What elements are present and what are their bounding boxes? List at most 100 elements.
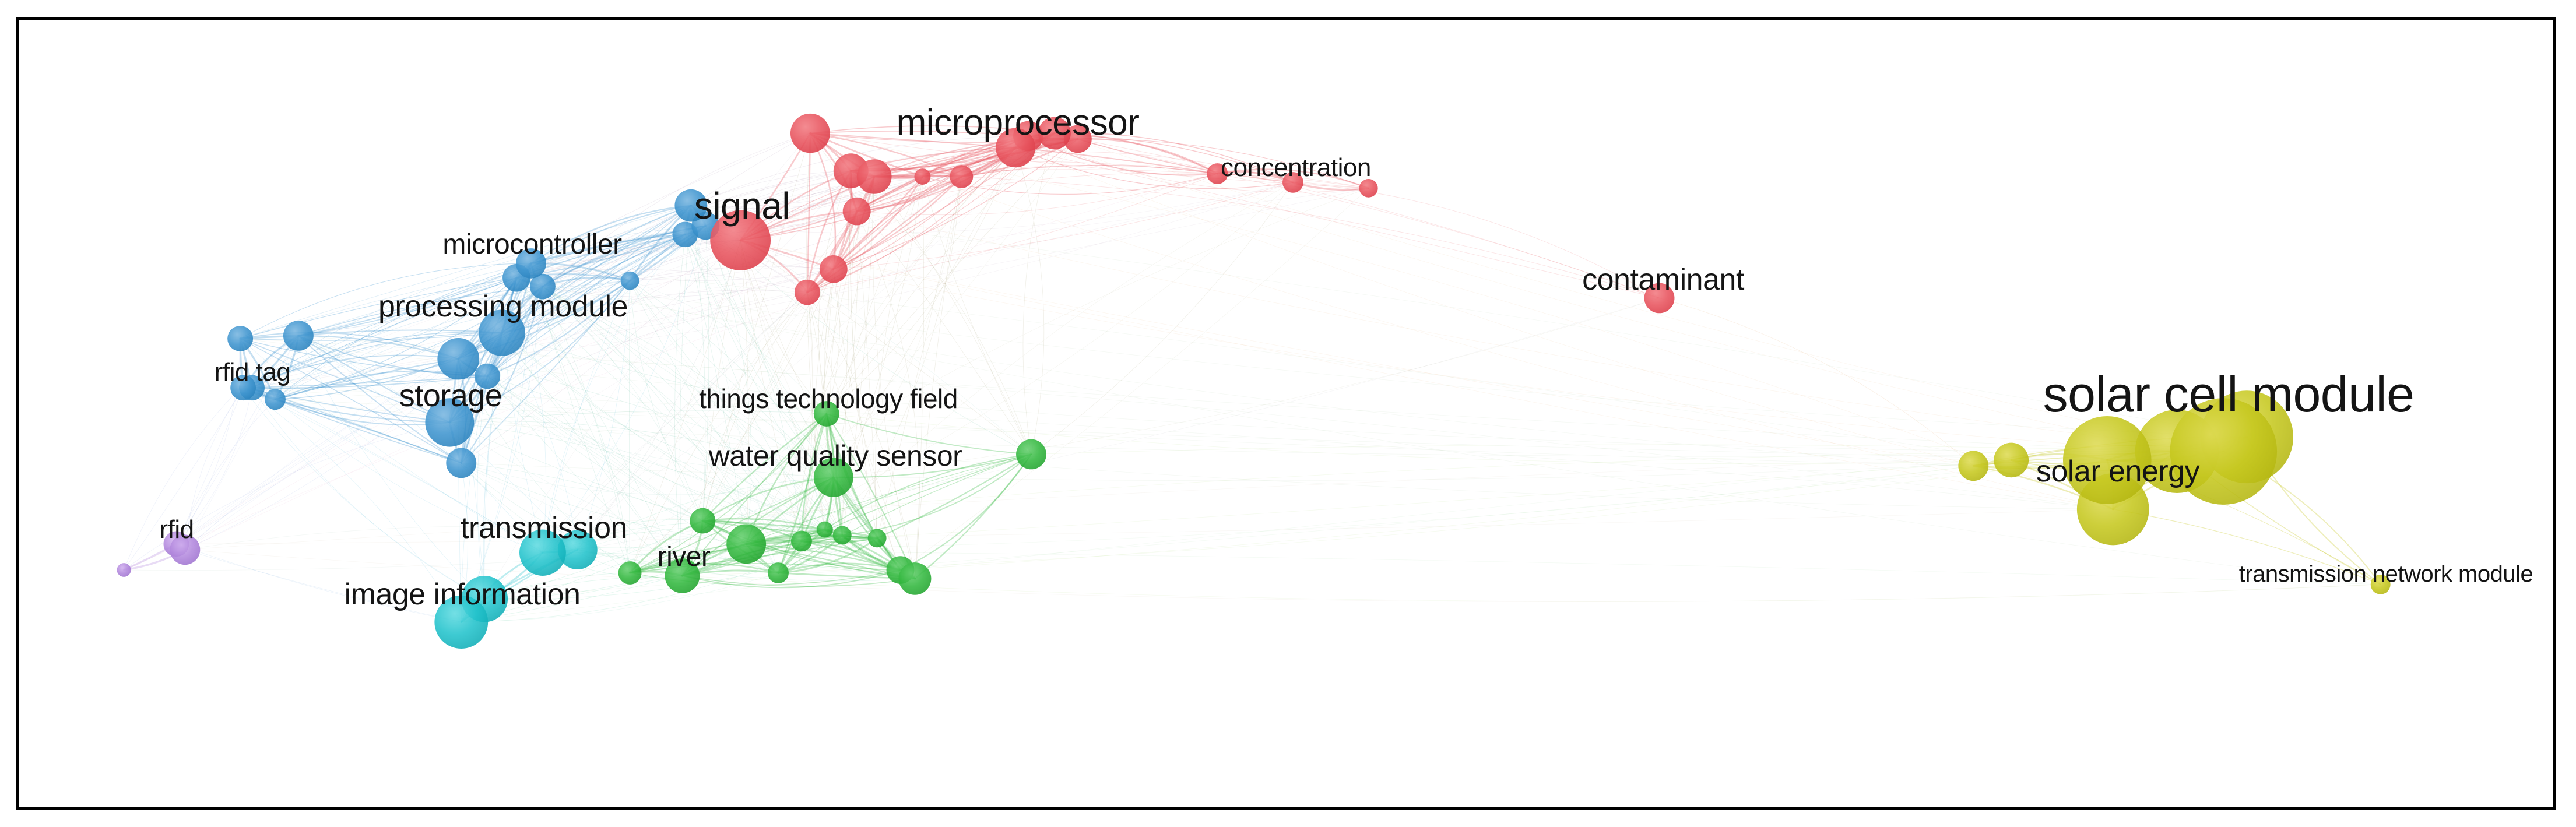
network-node-transmission[interactable] <box>519 529 566 576</box>
network-edge <box>684 234 901 571</box>
network-edge <box>298 335 834 478</box>
network-node[interactable] <box>1063 125 1092 153</box>
network-node[interactable] <box>117 563 131 577</box>
network-edge <box>184 139 1078 550</box>
network-node-processing-module[interactable] <box>479 309 526 356</box>
network-node[interactable] <box>1038 117 1071 150</box>
network-edge <box>487 376 825 530</box>
network-edge <box>629 562 779 574</box>
network-node-things-technology-field[interactable] <box>813 401 839 427</box>
network-node[interactable] <box>618 561 642 585</box>
network-node[interactable] <box>690 508 716 534</box>
network-node[interactable] <box>856 159 892 194</box>
network-edge <box>275 399 2108 460</box>
network-edge <box>516 277 834 478</box>
network-node[interactable] <box>842 197 871 226</box>
network-edge <box>542 292 808 553</box>
network-edge <box>628 280 630 573</box>
network-node[interactable] <box>446 448 477 478</box>
network-node-storage[interactable] <box>425 398 475 447</box>
network-node[interactable] <box>768 562 789 583</box>
network-edge <box>630 176 962 281</box>
network-edge <box>630 454 1032 573</box>
network-edge <box>176 147 1016 544</box>
network-edge <box>856 173 1218 216</box>
network-edge <box>542 234 686 287</box>
network-node[interactable] <box>1207 163 1228 184</box>
network-edge <box>484 529 825 599</box>
network-node-river[interactable] <box>665 558 700 593</box>
network-edge <box>487 280 631 377</box>
network-node[interactable] <box>726 524 767 564</box>
network-node[interactable] <box>2062 416 2152 504</box>
network-graph-svg[interactable] <box>19 20 2553 807</box>
network-node-transmission-network-module[interactable] <box>2370 574 2391 594</box>
network-edge <box>1659 298 1974 466</box>
network-edge <box>461 529 825 622</box>
network-node-concentration[interactable] <box>1282 172 1303 193</box>
network-node[interactable] <box>283 321 314 351</box>
network-node[interactable] <box>672 221 698 248</box>
network-node[interactable] <box>794 279 820 305</box>
network-edge <box>679 205 691 576</box>
network-node[interactable] <box>819 255 848 283</box>
network-node[interactable] <box>790 113 830 153</box>
network-node[interactable] <box>674 189 708 222</box>
network-node[interactable] <box>867 529 887 548</box>
network-edge <box>243 205 691 388</box>
network-edge <box>818 170 852 414</box>
network-edge <box>240 338 2224 452</box>
network-node-microcontroller[interactable] <box>516 248 546 279</box>
network-edge <box>275 280 631 400</box>
network-node[interactable] <box>170 534 201 565</box>
network-edge <box>240 225 706 339</box>
network-edge <box>824 269 834 478</box>
network-node[interactable] <box>816 521 833 538</box>
network-node-microprocessor[interactable] <box>996 128 1035 168</box>
network-edge <box>298 263 532 336</box>
network-edge <box>243 332 502 389</box>
network-node[interactable] <box>1359 178 1378 198</box>
network-edge <box>690 136 1029 206</box>
network-edge <box>630 280 834 478</box>
network-node[interactable] <box>1994 442 2029 478</box>
network-edge <box>516 277 915 579</box>
network-edge <box>530 263 2012 460</box>
network-node[interactable] <box>557 530 598 570</box>
network-node[interactable] <box>227 326 254 351</box>
edge-layer <box>122 125 2381 624</box>
network-edge <box>461 286 543 464</box>
network-node[interactable] <box>475 363 501 389</box>
network-edge <box>251 332 502 389</box>
network-node[interactable] <box>230 375 256 401</box>
network-edge <box>176 509 2114 544</box>
network-node[interactable] <box>832 526 852 545</box>
network-edge <box>1028 136 1369 193</box>
network-node[interactable] <box>620 271 639 290</box>
network-node-water-quality-sensor[interactable] <box>813 458 853 497</box>
network-node[interactable] <box>914 168 931 185</box>
node-layer[interactable] <box>117 113 2391 649</box>
network-edge <box>251 387 543 553</box>
network-edge <box>740 240 1032 455</box>
network-edge <box>577 298 1660 550</box>
network-edge <box>740 240 749 544</box>
network-edge <box>458 358 462 622</box>
network-edge <box>826 269 840 414</box>
network-edge <box>542 133 1055 287</box>
network-edge <box>542 286 802 541</box>
network-node-image-information[interactable] <box>434 595 489 649</box>
network-node[interactable] <box>437 337 480 380</box>
network-node-signal[interactable] <box>710 210 771 270</box>
network-node[interactable] <box>790 530 812 552</box>
network-node[interactable] <box>950 165 974 188</box>
network-node[interactable] <box>265 389 286 410</box>
network-edge <box>826 147 1016 414</box>
network-node[interactable] <box>898 562 932 595</box>
network-node-contaminant[interactable] <box>1644 283 1675 314</box>
network-node[interactable] <box>529 273 556 300</box>
network-node-solar-cell-module[interactable] <box>2170 398 2278 505</box>
network-node[interactable] <box>1958 451 1989 481</box>
network-node[interactable] <box>1016 439 1046 470</box>
